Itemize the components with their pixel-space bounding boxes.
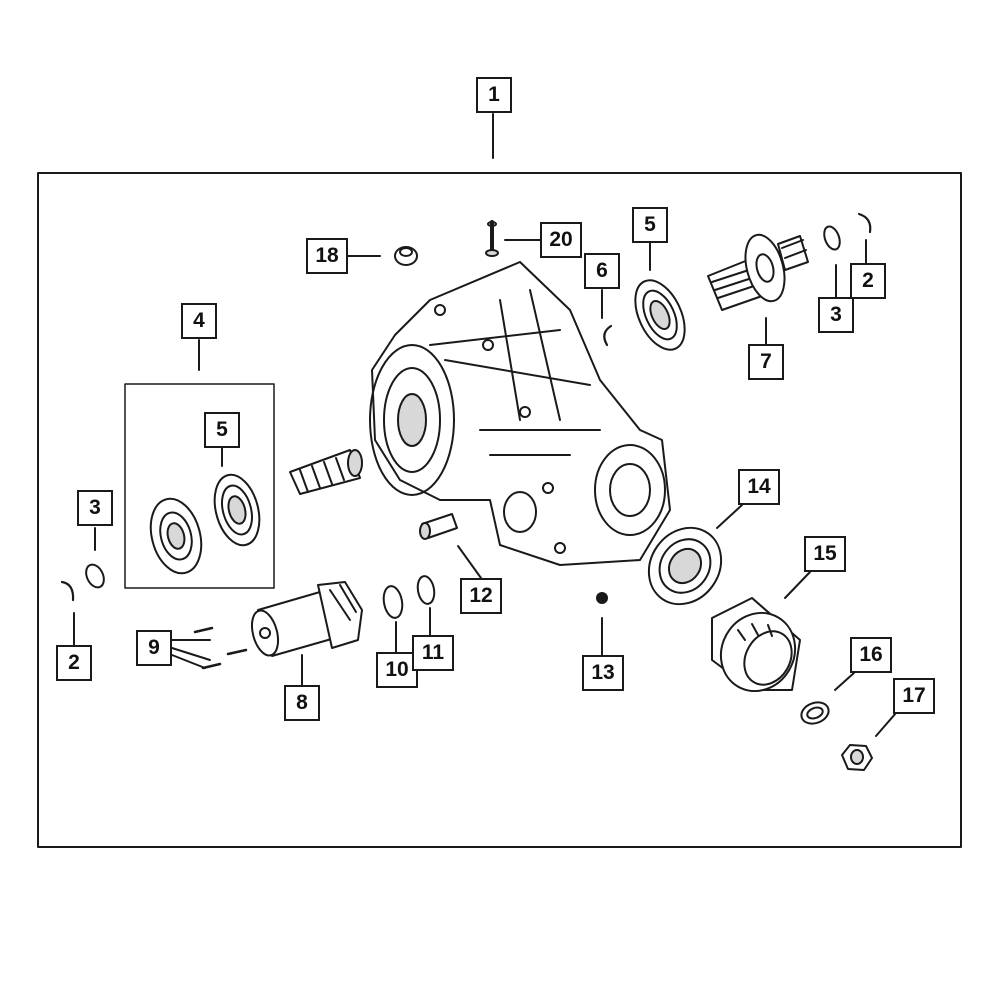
o-ring-lower[interactable]: [83, 562, 108, 591]
snap-ring-upper[interactable]: [857, 212, 872, 234]
sensor[interactable]: [419, 513, 458, 540]
seal-upper[interactable]: [625, 273, 694, 358]
washer[interactable]: [798, 699, 831, 727]
screws[interactable]: [193, 626, 248, 670]
callout-9[interactable]: 9: [136, 630, 172, 666]
output-shaft[interactable]: [707, 230, 809, 311]
nut[interactable]: [841, 744, 873, 771]
vent-stud[interactable]: [485, 220, 499, 257]
callout-7[interactable]: 7: [748, 344, 784, 380]
callout-13[interactable]: 13: [582, 655, 624, 691]
snap-ring-6[interactable]: [603, 324, 613, 347]
callout-14[interactable]: 14: [738, 469, 780, 505]
seal-14[interactable]: [634, 514, 736, 619]
bearing[interactable]: [143, 493, 209, 579]
callout-3-lower[interactable]: 3: [77, 490, 113, 526]
kit-frame: [124, 383, 275, 589]
callout-15[interactable]: 15: [804, 536, 846, 572]
callout-20[interactable]: 20: [540, 222, 582, 258]
plug-13[interactable]: [596, 592, 608, 604]
callout-8[interactable]: 8: [284, 685, 320, 721]
actuator-motor[interactable]: [247, 581, 363, 658]
plug[interactable]: [394, 246, 418, 266]
callout-16[interactable]: 16: [850, 637, 892, 673]
o-ring-10[interactable]: [381, 585, 404, 620]
callout-10[interactable]: 10: [376, 652, 418, 688]
callout-5-kit[interactable]: 5: [204, 412, 240, 448]
callout-3-upper[interactable]: 3: [818, 297, 854, 333]
transfer-case-housing[interactable]: [369, 261, 671, 566]
callout-2-upper[interactable]: 2: [850, 263, 886, 299]
o-ring-upper[interactable]: [821, 224, 842, 251]
snap-ring-lower[interactable]: [60, 580, 75, 602]
callout-12[interactable]: 12: [460, 578, 502, 614]
o-ring-11[interactable]: [416, 575, 437, 605]
leader-lines: [73, 113, 897, 737]
callout-1[interactable]: 1: [476, 77, 512, 113]
callout-4[interactable]: 4: [181, 303, 217, 339]
callout-17[interactable]: 17: [893, 678, 935, 714]
callout-18[interactable]: 18: [306, 238, 348, 274]
callout-6[interactable]: 6: [584, 253, 620, 289]
companion-flange[interactable]: [707, 597, 809, 705]
callout-2-lower[interactable]: 2: [56, 645, 92, 681]
callout-5-upper[interactable]: 5: [632, 207, 668, 243]
assembly-frame: [37, 172, 962, 848]
seal-kit[interactable]: [207, 470, 266, 550]
input-shaft[interactable]: [289, 449, 363, 495]
callout-11[interactable]: 11: [412, 635, 454, 671]
